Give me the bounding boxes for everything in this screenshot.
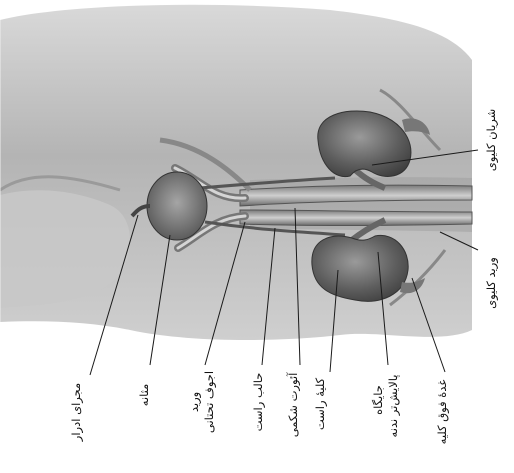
label-right-kidney: کلیهٔ راست	[313, 377, 328, 430]
label-abdominal-aorta: آئورت شکمی	[286, 372, 301, 437]
label-renal-artery: شریان کلیوی	[484, 109, 499, 171]
label-adrenal-gland: غدهٔ فوق کلیه	[435, 380, 450, 445]
label-renal-pelvis-line2: پالایش‌تر ندنه	[386, 375, 401, 438]
label-renal-pelvis-line1: جایگاه	[371, 385, 385, 415]
label-right-ureter: حالب راست	[251, 373, 266, 432]
label-renal-vein: ورید کلیوی	[484, 257, 499, 309]
label-vena-cava-line1: ورید	[187, 392, 202, 412]
label-bladder: مثانه	[137, 384, 151, 407]
label-urethra: مجرای ادرار	[69, 383, 84, 442]
label-vena-cava-line2: اجوف تحتانی	[202, 371, 217, 433]
